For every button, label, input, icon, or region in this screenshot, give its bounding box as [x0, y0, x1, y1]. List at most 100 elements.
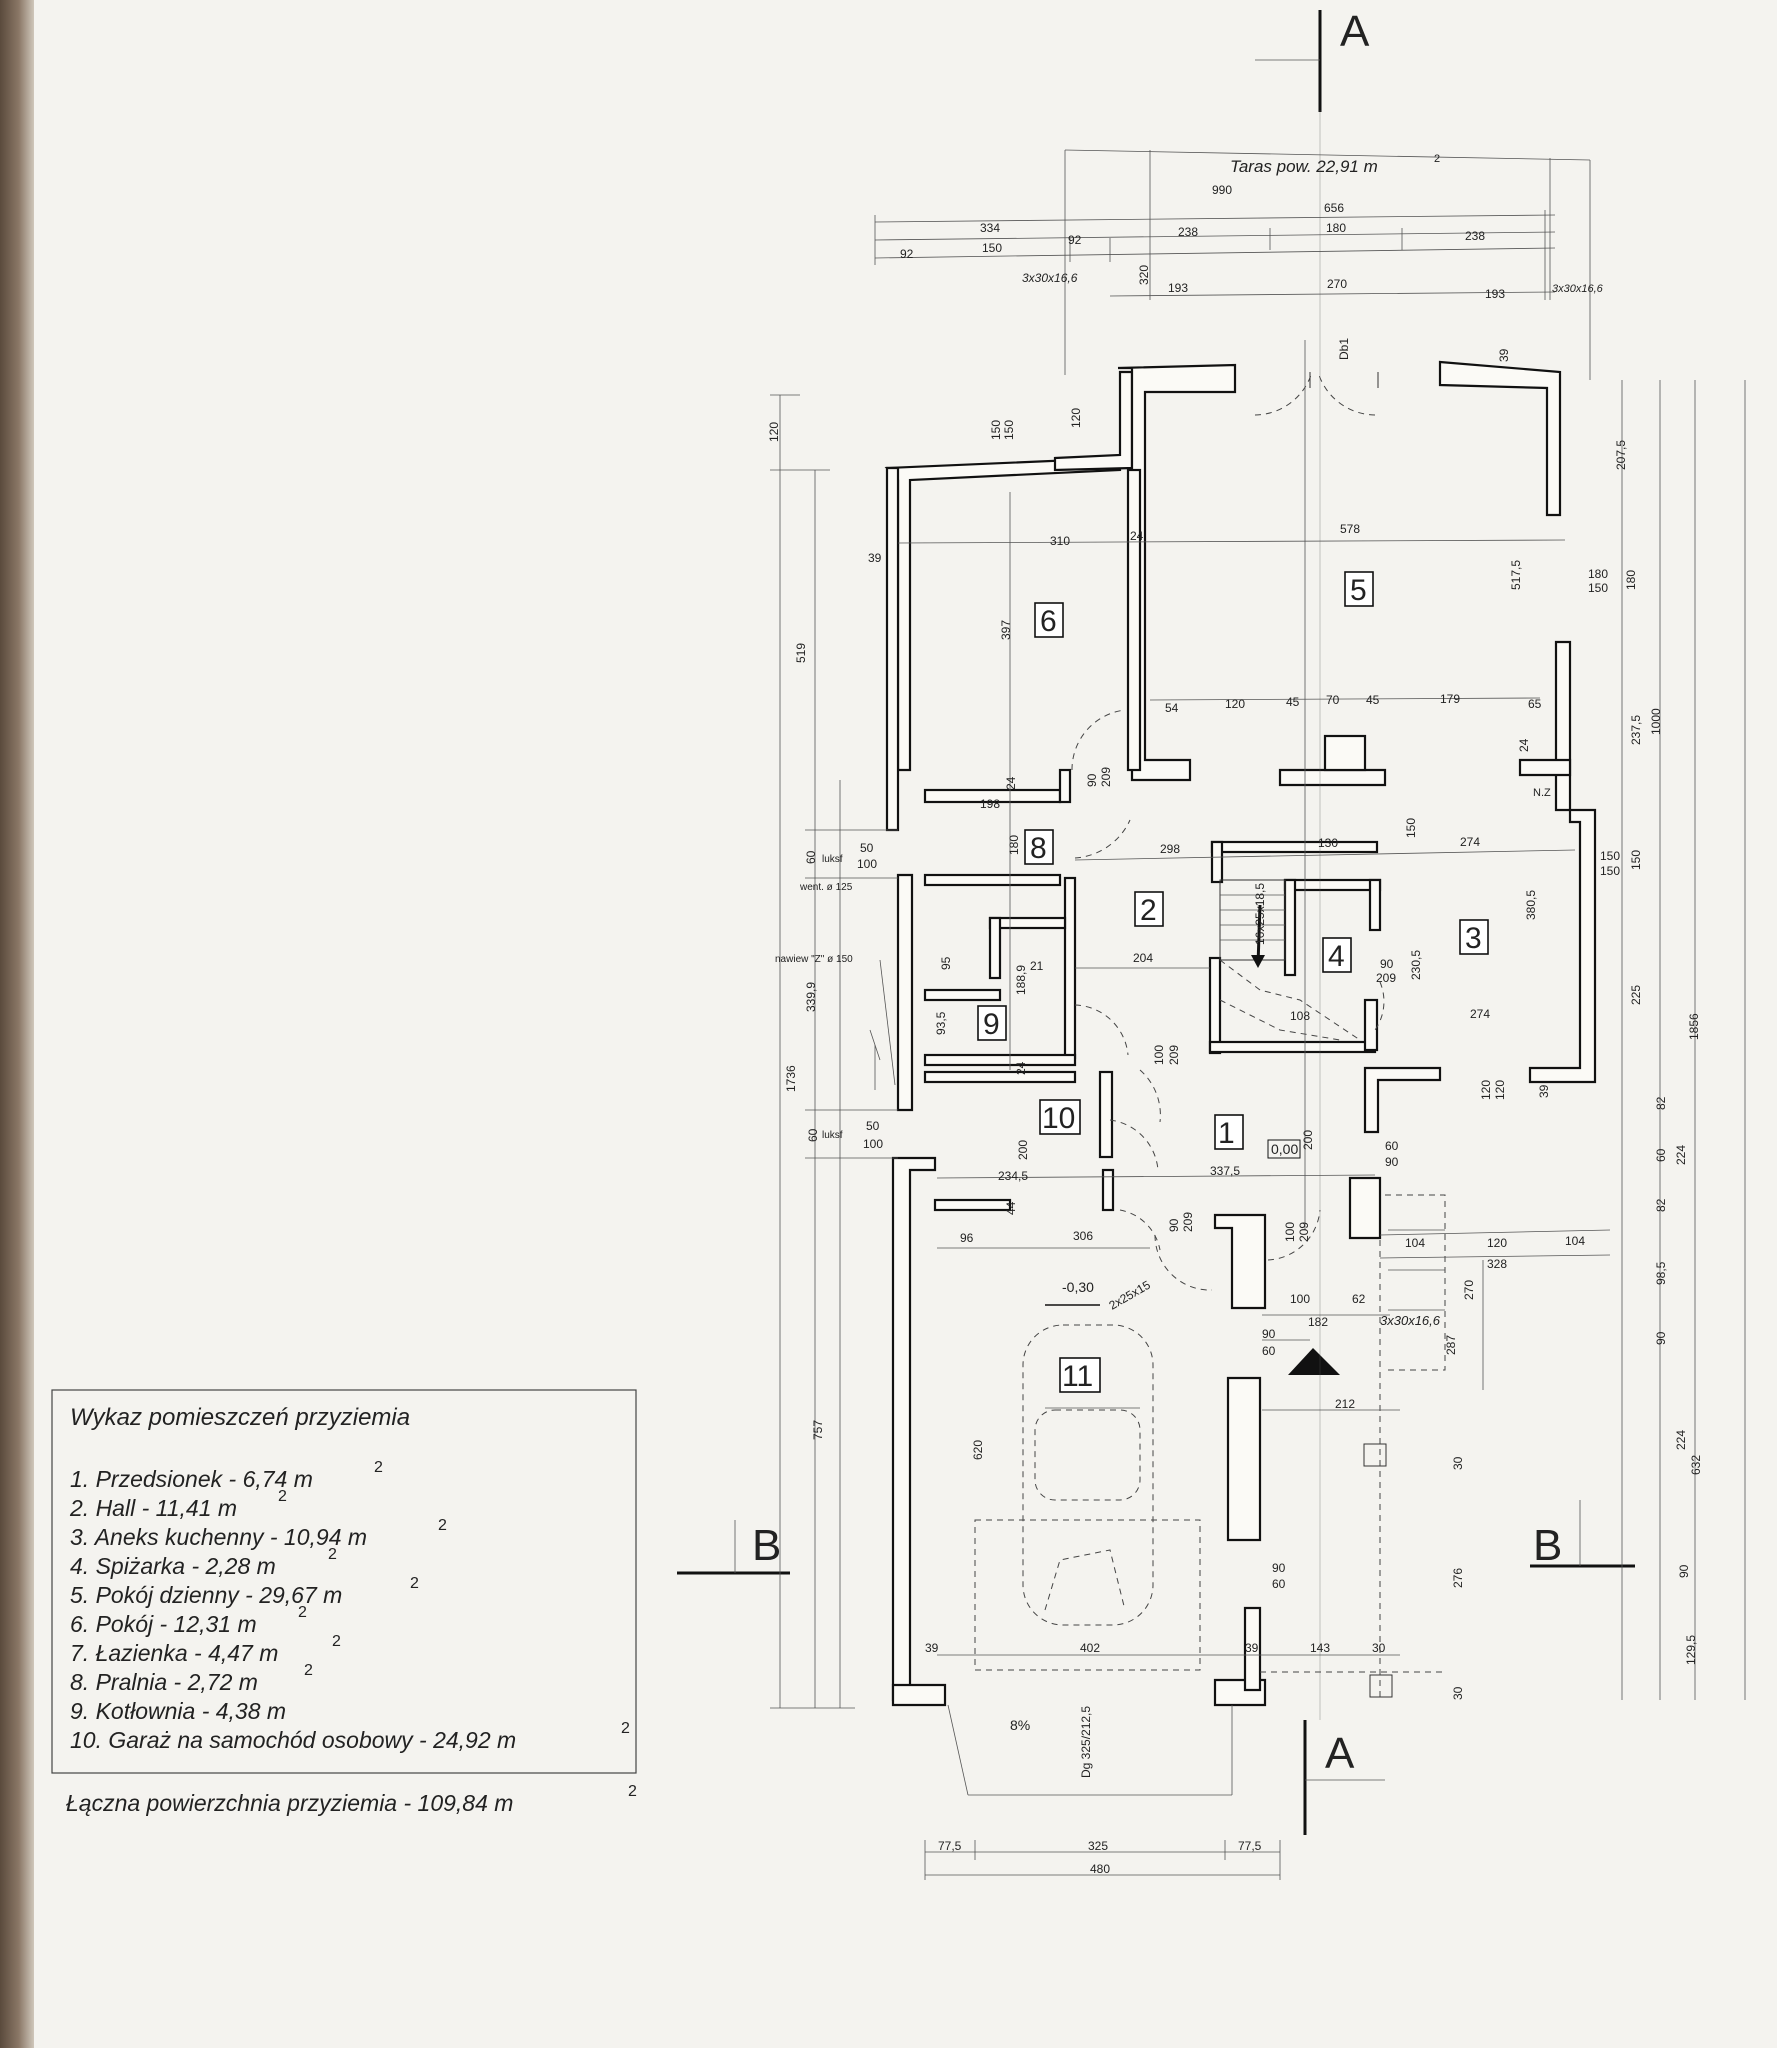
dim-130: 130: [1318, 836, 1338, 850]
went-label: went. ø 125: [799, 882, 853, 893]
dim-274a: 274: [1460, 835, 1480, 849]
wall-bath-inner: [988, 916, 1067, 930]
legend-item-4: 4. Spiżarka - 2,28 m: [70, 1553, 276, 1579]
dim-100d: 100: [857, 857, 877, 871]
room-number-2: 2: [1140, 894, 1157, 927]
dim-right-129-5: 129,5: [1684, 1635, 1698, 1665]
dim-402: 402: [1080, 1641, 1100, 1655]
dim-top-92b: 92: [1068, 233, 1082, 247]
wall-garage-sw: [891, 1683, 947, 1707]
dim-bottom-480: 480: [1090, 1862, 1110, 1876]
dim-top-180: 180: [1326, 221, 1346, 235]
dim-45b: 45: [1366, 693, 1380, 707]
dim-44: 44: [1004, 1201, 1018, 1215]
wall-room10-south: [933, 1198, 1012, 1212]
wall-pantry-south-v: [1363, 998, 1379, 1052]
dim-right-150: 150: [1629, 850, 1643, 870]
room-number-9: 9: [983, 1008, 1000, 1041]
dim-209b: 209: [1376, 971, 1396, 985]
dim-620: 620: [971, 1440, 985, 1460]
dim-top-320: 320: [1137, 265, 1151, 285]
legend-item-8: 8. Pralnia - 2,72 m: [70, 1669, 258, 1695]
section-b-label-right: B: [1533, 1521, 1562, 1570]
dim-328: 328: [1487, 1257, 1507, 1271]
dim-right-224a: 224: [1674, 1145, 1688, 1165]
dim-179: 179: [1440, 692, 1460, 706]
inner-stair: 16x25x18,5: [1219, 879, 1361, 1041]
legend-item-1-sup: 2: [374, 1459, 383, 1476]
dim-209e: 209: [1297, 1222, 1311, 1242]
dim-21: 21: [1030, 959, 1044, 973]
dim-90b: 90: [1380, 957, 1394, 971]
legend-item-1: 1. Przedsionek - 6,74 m: [70, 1466, 313, 1492]
dim-top-238a: 238: [1178, 225, 1198, 239]
section-a-label-top: A: [1340, 7, 1370, 56]
legend-item-2-sup: 2: [278, 1488, 287, 1505]
luksf-label-2: luksf: [822, 1130, 843, 1141]
plan-annotations: Db1 0,00 -0,30 N.Z: [1045, 338, 1551, 1306]
room-number-1: 1: [1218, 1117, 1235, 1150]
dim-150c: 150: [1588, 581, 1608, 595]
terrace-door-left: [1254, 371, 1313, 416]
dim-24b: 24: [1517, 738, 1531, 752]
dim-top-656: 656: [1324, 201, 1344, 215]
wall-room10-north: [923, 1070, 1077, 1084]
dim-212: 212: [1335, 1397, 1355, 1411]
wall-room5-northeast: [1438, 360, 1562, 517]
dim-198: 198: [980, 797, 1000, 811]
dim-bottom-77-5b: 77,5: [1238, 1839, 1262, 1853]
wall-kitchen-east: [1528, 808, 1597, 1084]
interior-walls: [923, 468, 1382, 1212]
room-legend: Wykaz pomieszczeń przyziemia 1. Przedsio…: [51, 1389, 637, 1816]
entry-arrow: [1288, 1348, 1340, 1375]
dim-310: 310: [1050, 534, 1070, 548]
door-db1-label: Db1: [1337, 338, 1351, 360]
dim-180b: 180: [1588, 567, 1608, 581]
dim-120b: 120: [1487, 1236, 1507, 1250]
wall-entry-ne: [1363, 1066, 1442, 1134]
dim-96: 96: [960, 1231, 974, 1245]
dim-top-193b: 193: [1485, 287, 1505, 301]
top-dimension-lines: [874, 210, 1556, 300]
dim-274b: 274: [1470, 1007, 1490, 1021]
legend-item-4-sup: 2: [328, 1546, 337, 1563]
dim-24c: 24: [1004, 776, 1018, 790]
exterior-walls: [884, 360, 1597, 1707]
dim-234-5: 234,5: [998, 1169, 1028, 1183]
dim-bottom-325: 325: [1088, 1839, 1108, 1853]
dim-left-60a: 60: [804, 850, 818, 864]
wall-room6-north: [884, 456, 1122, 772]
dim-45a: 45: [1286, 695, 1300, 709]
dim-100e: 100: [863, 1137, 883, 1151]
room-number-4: 4: [1328, 940, 1345, 973]
dim-204: 204: [1133, 951, 1153, 965]
dim-top-92a: 92: [900, 247, 914, 261]
right-dimension-rails: [1621, 380, 1746, 1700]
dim-60c: 60: [1272, 1577, 1286, 1591]
legend-item-3: 3. Aneks kuchenny - 10,94 m: [70, 1524, 367, 1550]
dim-90c: 90: [1167, 1218, 1181, 1232]
dim-60a: 60: [1385, 1139, 1399, 1153]
dim-230-5: 230,5: [1409, 950, 1423, 980]
dim-top-990: 990: [1212, 183, 1232, 197]
dim-left-150b: 150: [1002, 420, 1016, 440]
wall-pantry-west: [1283, 878, 1297, 977]
dim-182: 182: [1308, 1315, 1328, 1329]
wall-garage-east: [1226, 1376, 1262, 1542]
dim-right-224b: 224: [1674, 1430, 1688, 1450]
section-b-right: B: [1530, 1500, 1635, 1570]
dim-left-60b: 60: [806, 1128, 820, 1142]
terrace-stairs-left: 3x30x16,6: [1022, 271, 1078, 285]
dim-left-339-9: 339,9: [804, 982, 818, 1012]
terrace-door-right: [1317, 371, 1376, 416]
dim-104a: 104: [1405, 1236, 1425, 1250]
dim-90e: 90: [1262, 1327, 1276, 1341]
legend-total-sup: 2: [628, 1783, 637, 1800]
dim-276: 276: [1451, 1568, 1465, 1588]
wall-stair-south: [1208, 1040, 1377, 1054]
room-number-10: 10: [1042, 1102, 1075, 1135]
dim-209c: 209: [1167, 1045, 1181, 1065]
car-outline: [974, 1324, 1201, 1671]
wall-pantry-north: [1283, 878, 1382, 892]
legend-item-7-sup: 2: [332, 1633, 341, 1650]
